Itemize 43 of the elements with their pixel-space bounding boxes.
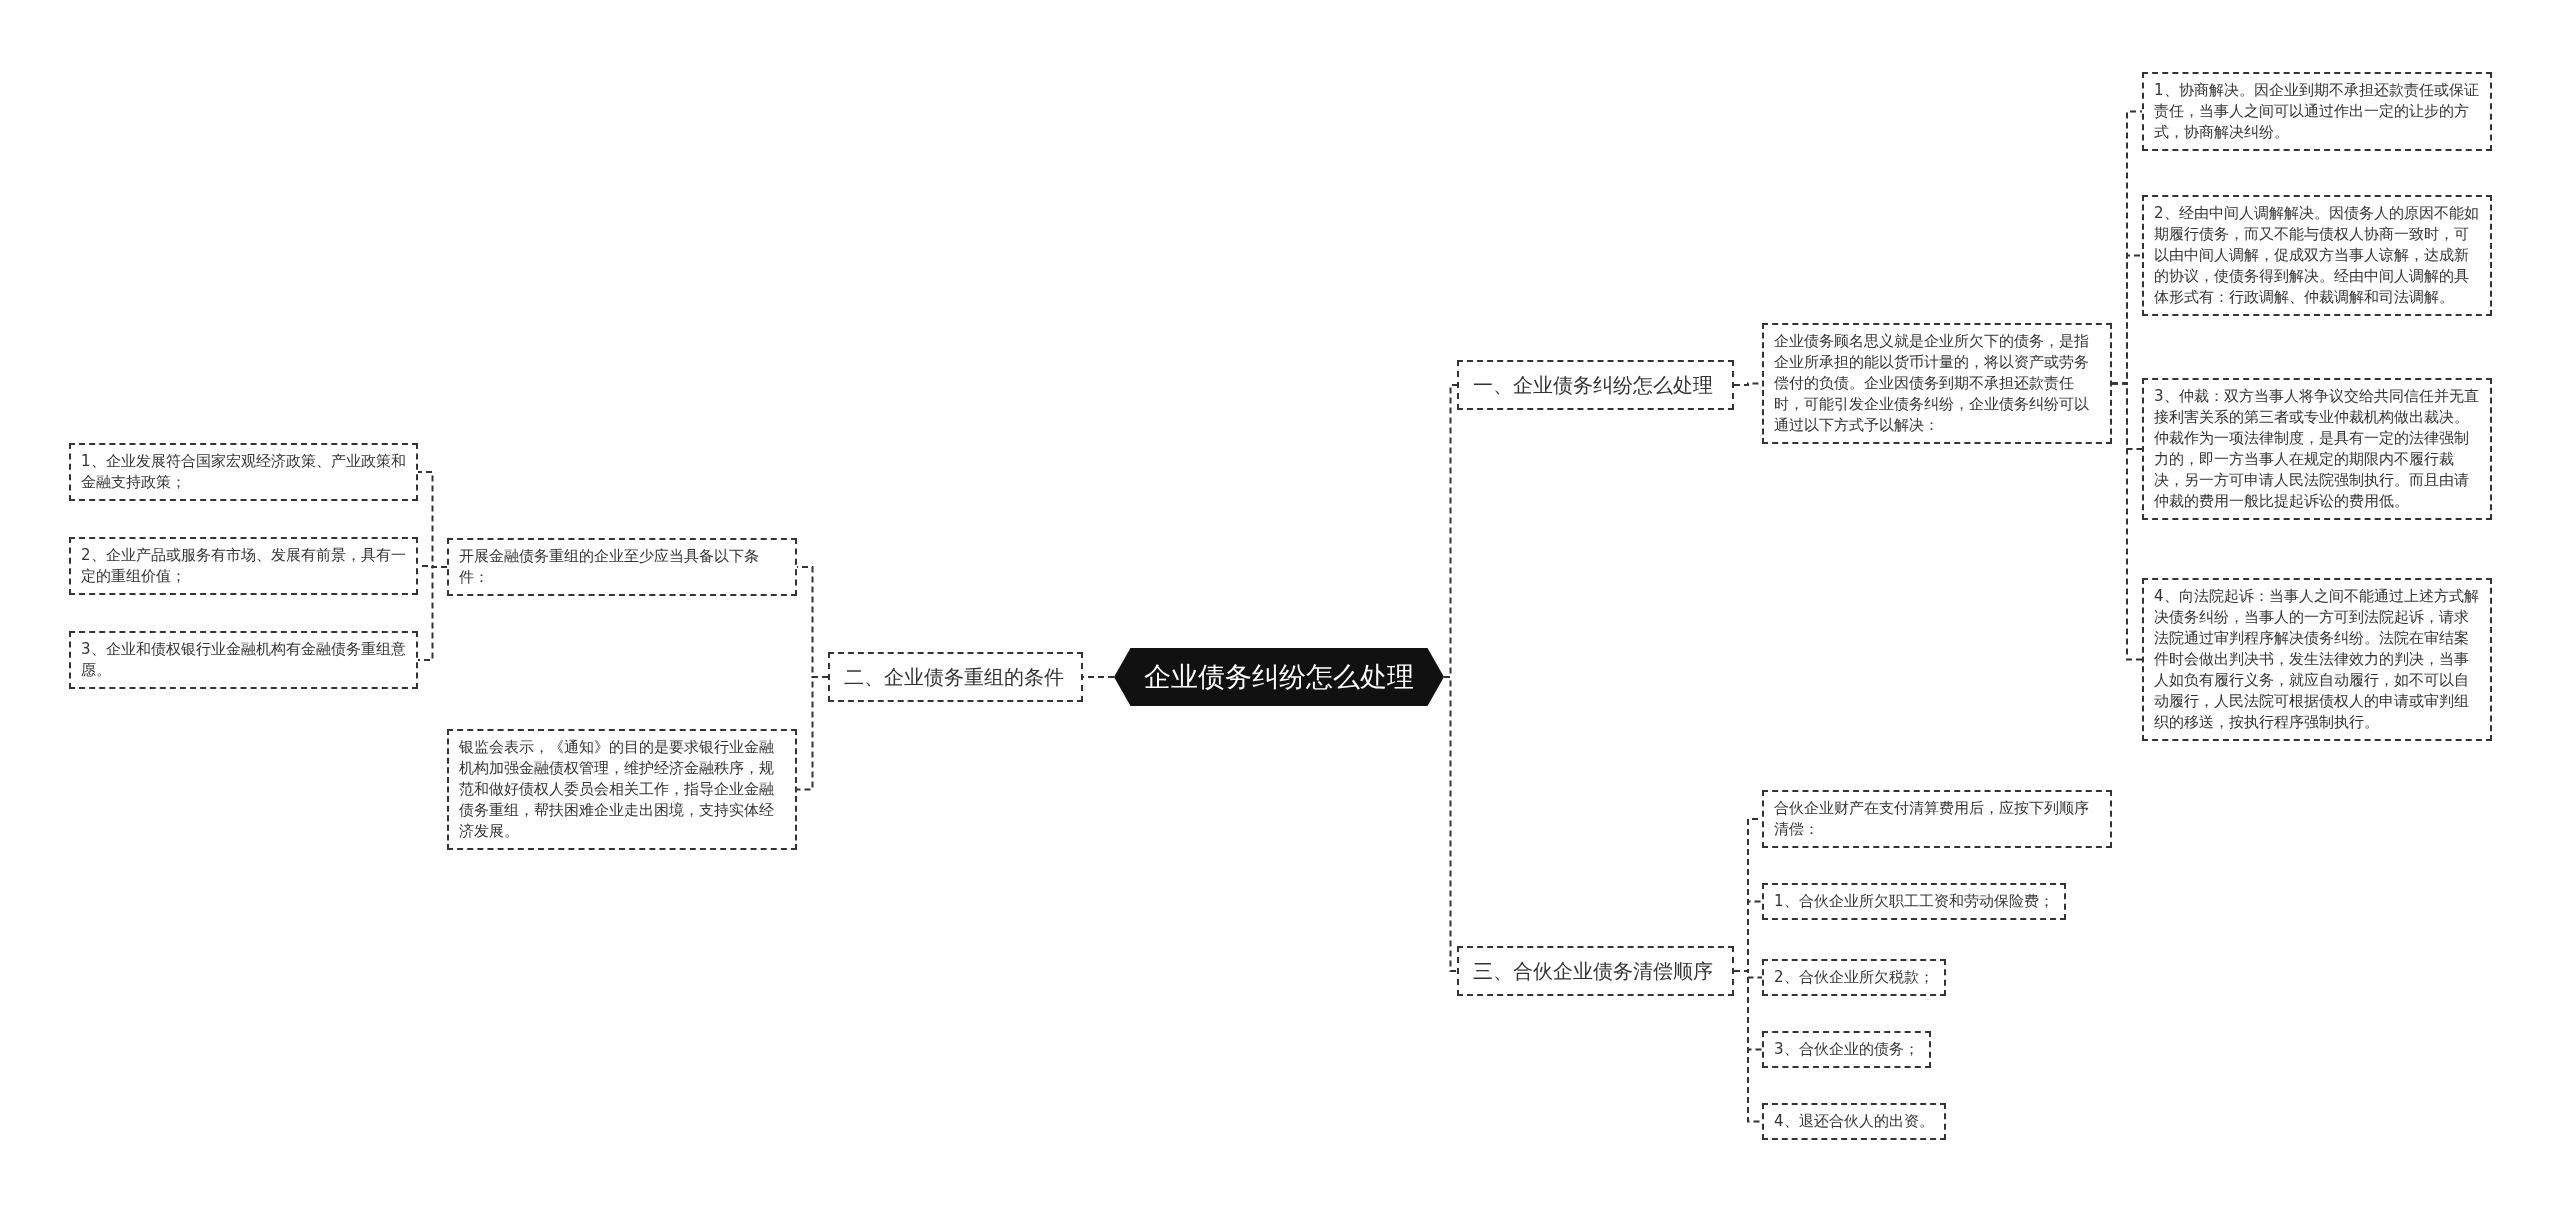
subtopic-box [2142, 195, 2492, 316]
subtopic-box [69, 443, 418, 501]
subtopic-box [2142, 578, 2492, 741]
subtopic-box [2142, 378, 2492, 520]
connector-line [2111, 382, 2143, 661]
branch-topic-box [1457, 946, 1734, 996]
connector-line [796, 676, 829, 791]
subtopic-text: 3、企业和债权银行业金融机构有金融债务重组意愿。 [81, 639, 406, 681]
subtopic-text: 4、向法院起诉：当事人之间不能通过上述方式解决债务纠纷，当事人的一方可到法院起诉，请求法院通过审判程序解决债务纠纷。法院在审结案件时会做出判决书，发生法律效力的判决，当事人如负有履行义务，就应自动履行，如不可以自动履行，人民法院可根据债权人的申请或审判组织的移送，按执行程序强制执行。 [2154, 586, 2480, 733]
subtopic-text: 2、合伙企业所欠税款； [1774, 967, 1934, 988]
connector-line [417, 566, 448, 661]
connector-line [1443, 676, 1458, 972]
branch-topic-box [828, 652, 1083, 702]
branch-topic-text: 一、企业债务纠纷怎么处理 [1473, 372, 1714, 399]
subtopic-text: 3、合伙企业的债务； [1774, 1039, 1919, 1060]
subtopic-box [1762, 790, 2112, 848]
subtopic-box [1762, 883, 2066, 920]
subtopic-box [69, 537, 418, 595]
central-topic-hexagon [1114, 648, 1444, 706]
subtopic-text: 1、合伙企业所欠职工工资和劳动保险费； [1774, 891, 2054, 912]
subtopic-text: 2、经由中间人调解解决。因债务人的原因不能如期履行债务，而又不能与债权人协商一致时，可以由中间人调解，促成双方当事人谅解，达成新的协议，使债务得到解决。经由中间人调解的具体形式有：行政调解、仲裁调解和司法调解。 [2154, 203, 2480, 308]
subtopic-box [1762, 1031, 1931, 1068]
subtopic-box [447, 729, 797, 850]
subtopic-text: 开展金融债务重组的企业至少应当具备以下条件： [459, 546, 760, 588]
subtopic-box [1762, 1103, 1946, 1140]
subtopic-text: 1、协商解决。因企业到期不承担还款责任或保证责任，当事人之间可以通过作出一定的让步的方式，协商解决纠纷。 [2154, 80, 2480, 143]
subtopic-box [1762, 959, 1946, 996]
subtopic-text: 3、仲裁：双方当事人将争议交给共同信任并无直接利害关系的第三者或专业仲裁机构做出裁决。仲裁作为一项法律制度，是具有一定的法律强制力的，即一方当事人在规定的期限内不履行裁决，另一方可申请人民法院强制执行。而且由请仲裁的费用一般比提起诉讼的费用低。 [2154, 386, 2480, 512]
branch-topic-box [1457, 360, 1734, 410]
branch-topic-text: 三、合伙企业债务清偿顺序 [1473, 958, 1714, 985]
subtopic-text: 4、退还合伙人的出资。 [1774, 1111, 1934, 1132]
subtopic-text: 1、企业发展符合国家宏观经济政策、产业政策和金融支持政策； [81, 451, 406, 493]
subtopic-box [447, 538, 797, 596]
subtopic-text: 合伙企业财产在支付清算费用后，应按下列顺序清偿： [1774, 798, 2090, 840]
subtopic-text: 企业债务顾名思义就是企业所欠下的债务，是指企业所承担的能以货币计量的，将以资产或劳务偿付的负债。企业因债务到期不承担还款责任时，可能引发企业债务纠纷，企业债务纠纷可以通过以下方式予以解决： [1774, 331, 2090, 436]
branch-topic-text: 二、企业债务重组的条件 [844, 664, 1065, 691]
connector-line [1733, 970, 1763, 1123]
subtopic-box [69, 631, 418, 689]
central-topic-text: 企业债务纠纷怎么处理 [1144, 660, 1414, 694]
subtopic-box [1762, 323, 2112, 444]
subtopic-box [2142, 72, 2492, 151]
subtopic-text: 2、企业产品或服务有市场、发展有前景，具有一定的重组价值； [81, 545, 406, 587]
subtopic-text: 银监会表示，《通知》的目的是要求银行业金融机构加强金融债权管理，维护经济金融秩序，规范和做好债权人委员会相关工作，指导企业金融债务重组，帮扶困难企业走出困境，支持实体经济发展。 [459, 737, 775, 842]
